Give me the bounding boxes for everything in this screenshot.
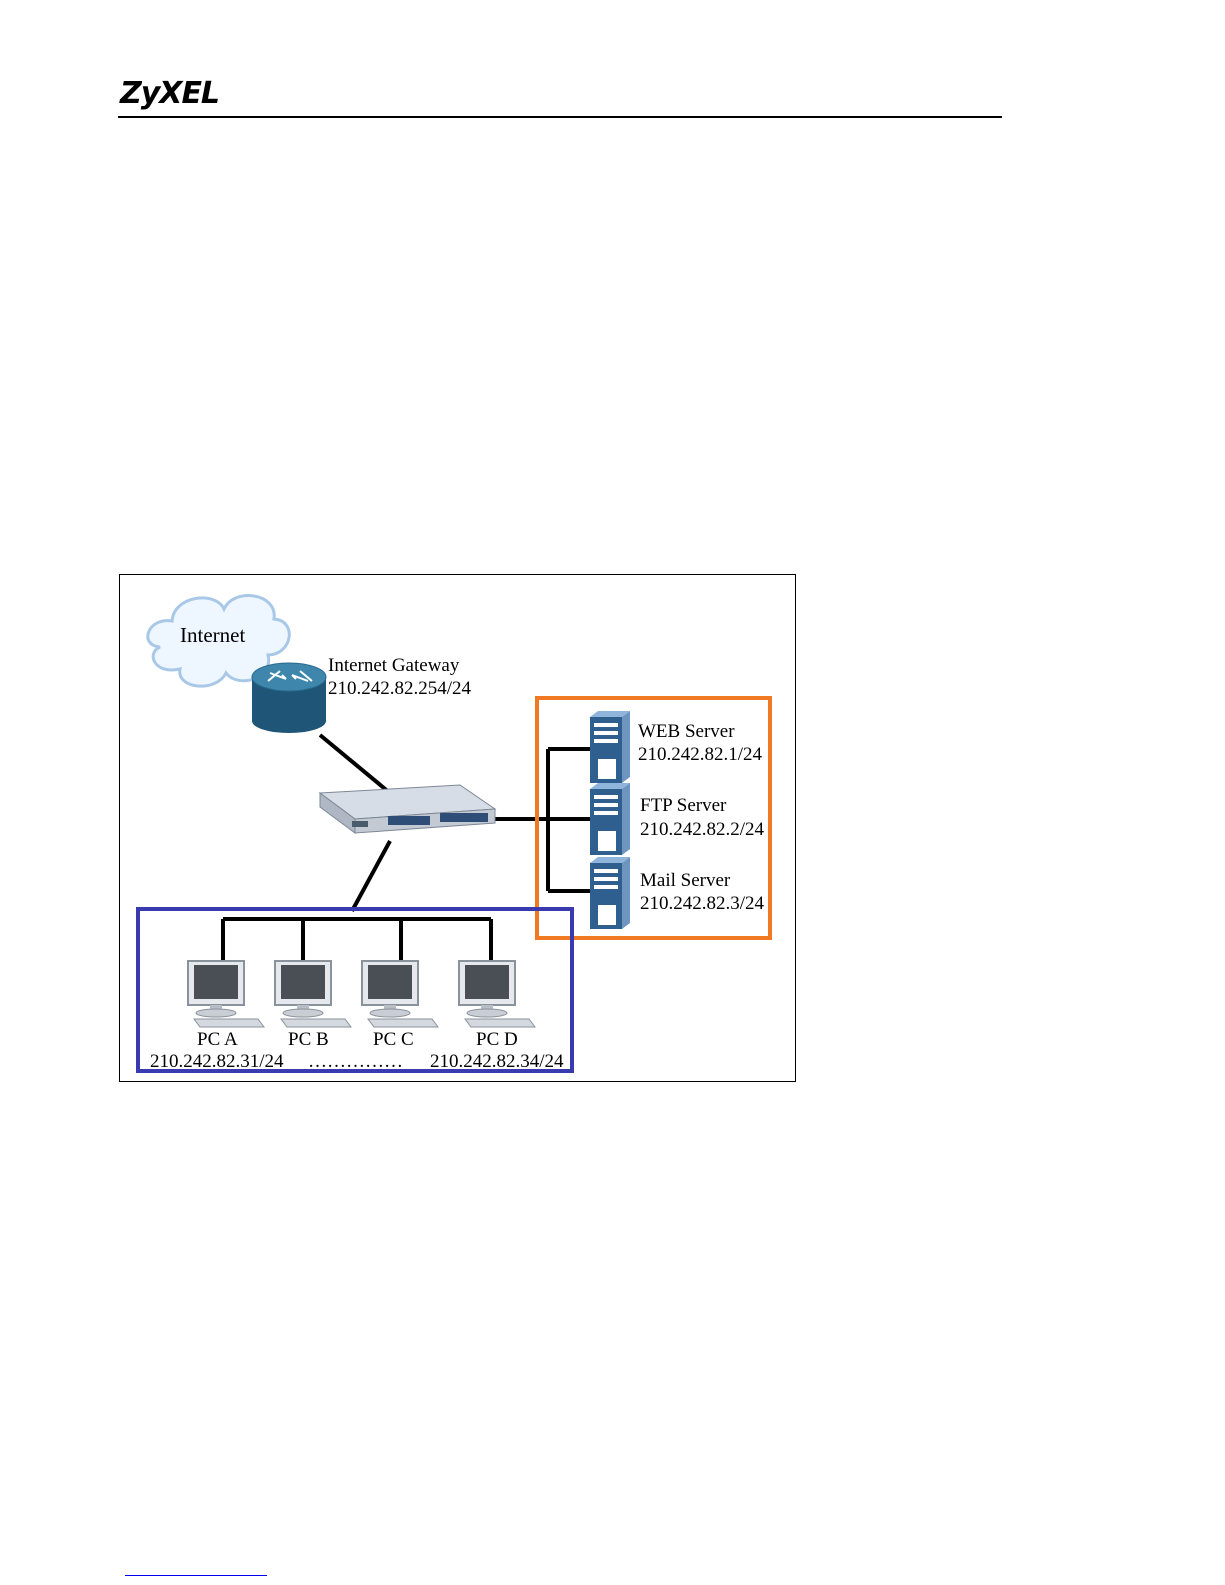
- internet-label: Internet: [180, 623, 245, 648]
- header-rule: [118, 116, 1002, 118]
- pc-range-start-ip: 210.242.82.31/24: [150, 1051, 284, 1073]
- pc-range-ellipsis: ……………: [308, 1051, 403, 1073]
- server-icon-ftp: [590, 783, 630, 855]
- footer-link-underline[interactable]: [125, 1575, 267, 1576]
- pc-icon-c: [362, 961, 438, 1027]
- pc-range-end-ip: 210.242.82.34/24: [430, 1051, 564, 1073]
- link-gateway-switch: [320, 735, 390, 793]
- pc-c-label: PC C: [373, 1029, 414, 1051]
- ftp-server-ip: 210.242.82.2/24: [640, 819, 764, 841]
- link-switch-lan: [352, 841, 390, 911]
- server-icon-mail: [590, 857, 630, 929]
- ftp-server-name: FTP Server: [640, 795, 726, 817]
- pc-a-label: PC A: [197, 1029, 238, 1051]
- web-server-name: WEB Server: [638, 721, 735, 743]
- gateway-name: Internet Gateway: [328, 655, 459, 677]
- zyxel-logo: ZyXEL: [120, 76, 219, 111]
- network-diagram: Internet Internet Gateway 210.242.82.254…: [119, 574, 796, 1082]
- switch-icon: [320, 785, 495, 833]
- pc-icon-a: [188, 961, 264, 1027]
- pc-b-label: PC B: [288, 1029, 329, 1051]
- mail-server-name: Mail Server: [640, 870, 730, 892]
- pc-icon-b: [275, 961, 351, 1027]
- server-icon-web: [590, 711, 630, 783]
- router-icon: [252, 663, 326, 733]
- gateway-ip: 210.242.82.254/24: [328, 678, 471, 700]
- web-server-ip: 210.242.82.1/24: [638, 744, 762, 766]
- pc-d-label: PC D: [476, 1029, 518, 1051]
- pc-icon-d: [459, 961, 535, 1027]
- mail-server-ip: 210.242.82.3/24: [640, 893, 764, 915]
